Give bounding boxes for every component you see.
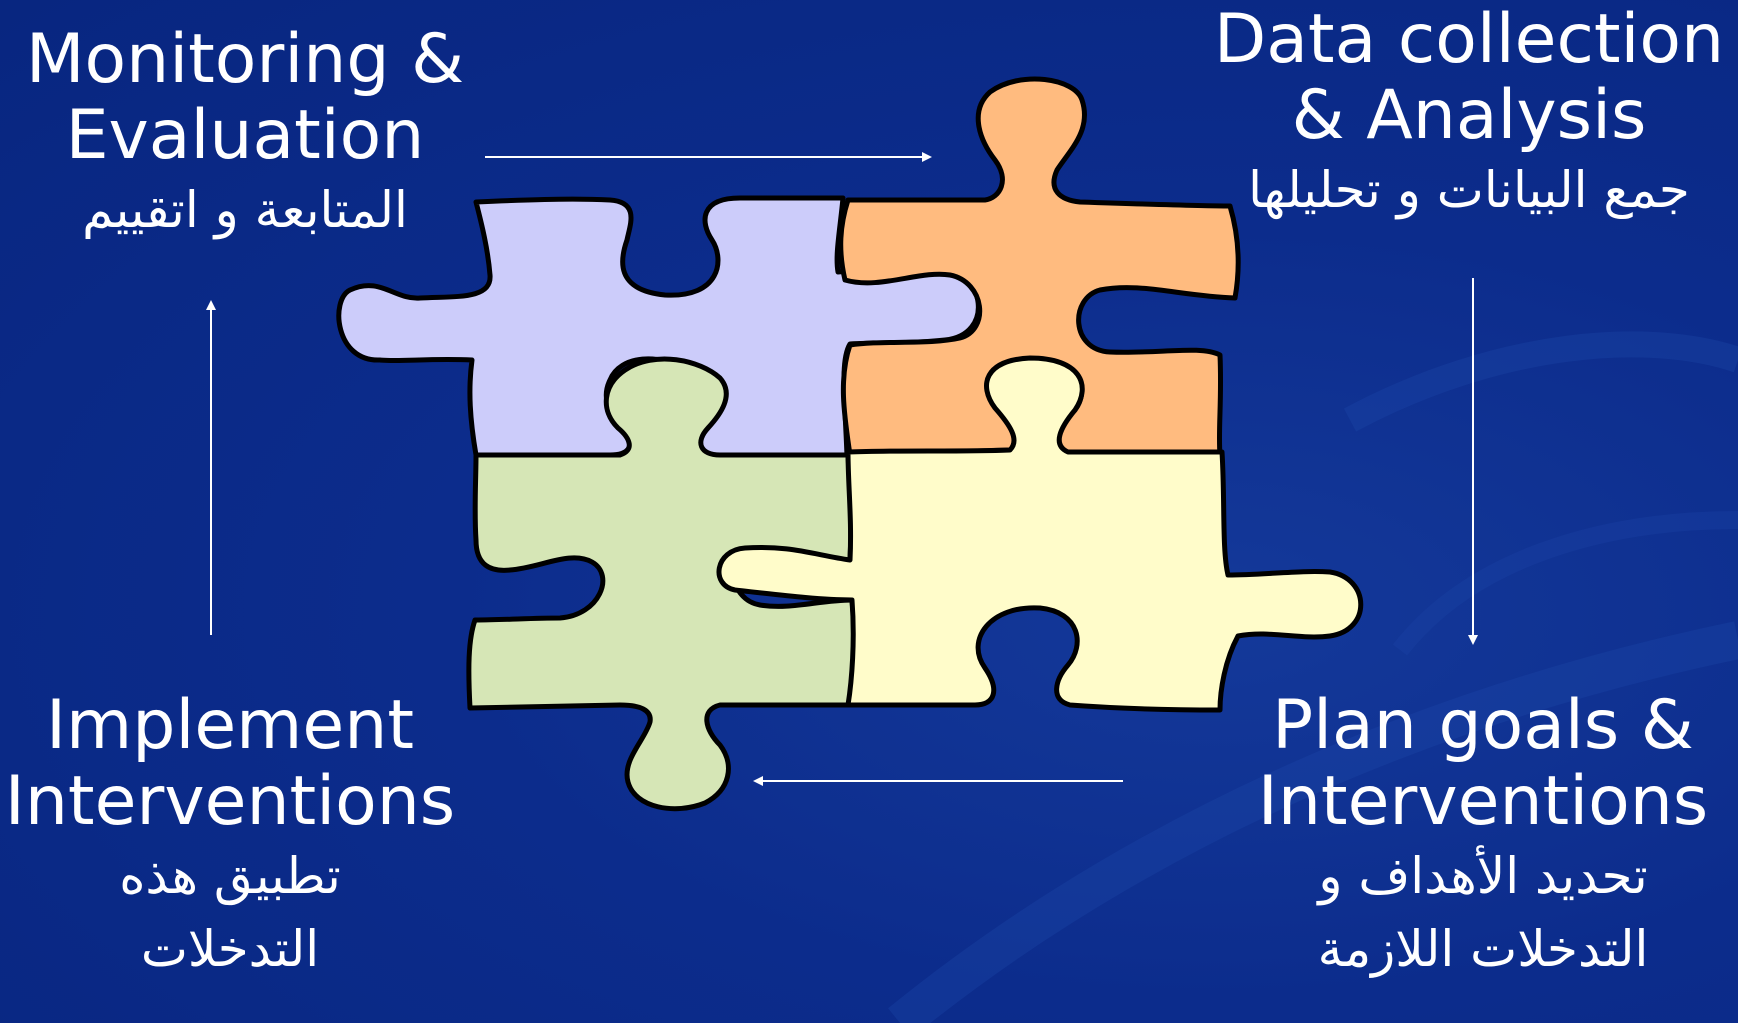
stage-arabic-line1: تطبيق هذه: [119, 847, 341, 906]
stage-plan-goals-interventions: Plan goals & Interventions تحديد الأهداف…: [1248, 686, 1718, 985]
stage-title-line1: Implement: [45, 686, 415, 765]
puzzle-piece-bottom-right: [716, 355, 1364, 713]
stage-arabic-line1: جمع البيانات و تحليلها: [1248, 161, 1690, 220]
stage-title-line2: & Analysis: [1291, 76, 1647, 156]
stage-arabic-line1: المتابعة و اتقييم: [82, 181, 408, 240]
stage-arabic-line1: تحديد الأهداف و: [1318, 847, 1648, 906]
stage-title-line1: Monitoring &: [25, 20, 465, 99]
stage-title-line1: Data collection: [1213, 0, 1725, 79]
stage-title-line2: Evaluation: [65, 96, 425, 176]
puzzle-piece-top-right: [838, 76, 1241, 458]
puzzle-piece-bottom-left: [466, 356, 859, 812]
stage-data-collection-analysis: Data collection & Analysis جمع البيانات …: [1200, 0, 1738, 227]
stage-title-line2: Interventions: [1257, 762, 1709, 842]
stage-title-line1: Plan goals &: [1272, 686, 1694, 765]
stage-arabic-line2: التدخلات: [140, 919, 320, 978]
stage-monitoring-evaluation: Monitoring & Evaluation المتابعة و اتقيي…: [10, 20, 480, 247]
stage-arabic-line2: التدخلات اللازمة: [1317, 919, 1649, 978]
stage-title-line2: Interventions: [4, 762, 456, 842]
stage-implement-interventions: Implement Interventions تطبيق هذه التدخل…: [0, 686, 460, 985]
